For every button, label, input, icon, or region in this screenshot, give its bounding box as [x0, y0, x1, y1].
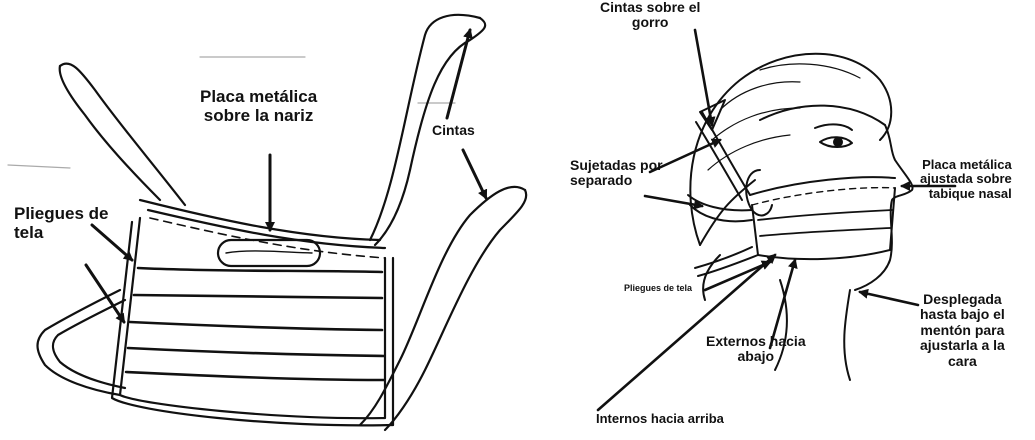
label-line: mentón para [920, 323, 1005, 338]
label-tied-separately: Sujetadas por separado [570, 158, 663, 189]
label-line: Cintas sobre el [600, 0, 700, 15]
label-metal-plate-adjusted: Placa metálica ajustada sobre tabique na… [920, 158, 1012, 201]
label-external-down: Externos hacia abajo [706, 334, 806, 365]
face-profile [855, 125, 913, 290]
eyebrow [815, 124, 852, 130]
label-line: Sujetadas por [570, 158, 663, 173]
label-unfolded-under-chin: Desplegada hasta bajo el mentón para aju… [920, 292, 1005, 369]
left-arrows [86, 30, 486, 322]
label-line: tela [14, 224, 108, 243]
label-line: hasta bajo el [920, 307, 1005, 322]
label-line: Pliegues de [14, 205, 108, 224]
label-ties: Cintas [432, 123, 475, 138]
label-internal-up: Internos hacia arriba [596, 412, 724, 426]
metal-nose-plate [218, 240, 320, 266]
label-line: Placa metálica [920, 158, 1012, 172]
mask-pleats [126, 268, 384, 380]
label-line: Externos hacia [706, 334, 806, 349]
label-line: separado [570, 173, 663, 188]
worn-mask-top [750, 177, 895, 195]
worn-mask-pleats [758, 210, 892, 236]
label-line: abajo [706, 349, 806, 364]
label-line: sobre la nariz [200, 107, 317, 126]
cap-texture [708, 64, 860, 170]
label-line: ajustarla a la [920, 338, 1005, 353]
label-fabric-folds-small: Pliegues de tela [624, 284, 692, 294]
label-metal-nose-plate: Placa metálica sobre la nariz [200, 88, 317, 125]
label-ties-over-cap: Cintas sobre el gorro [600, 0, 700, 31]
label-line: Cintas [432, 123, 475, 138]
mask-tie-top-left [60, 63, 185, 205]
mask-body [120, 218, 385, 418]
label-line: gorro [600, 15, 700, 30]
label-line: cara [920, 354, 1005, 369]
label-line: Internos hacia arriba [596, 412, 724, 426]
label-line: Pliegues de tela [624, 284, 692, 294]
label-line: Desplegada [920, 292, 1005, 307]
label-line: tabique nasal [920, 187, 1012, 201]
label-line: ajustada sobre [920, 172, 1012, 186]
worn-mask-body [752, 188, 895, 259]
label-fabric-folds: Pliegues de tela [14, 205, 108, 242]
worn-mask-ties [688, 100, 758, 276]
label-line: Placa metálica [200, 88, 317, 107]
